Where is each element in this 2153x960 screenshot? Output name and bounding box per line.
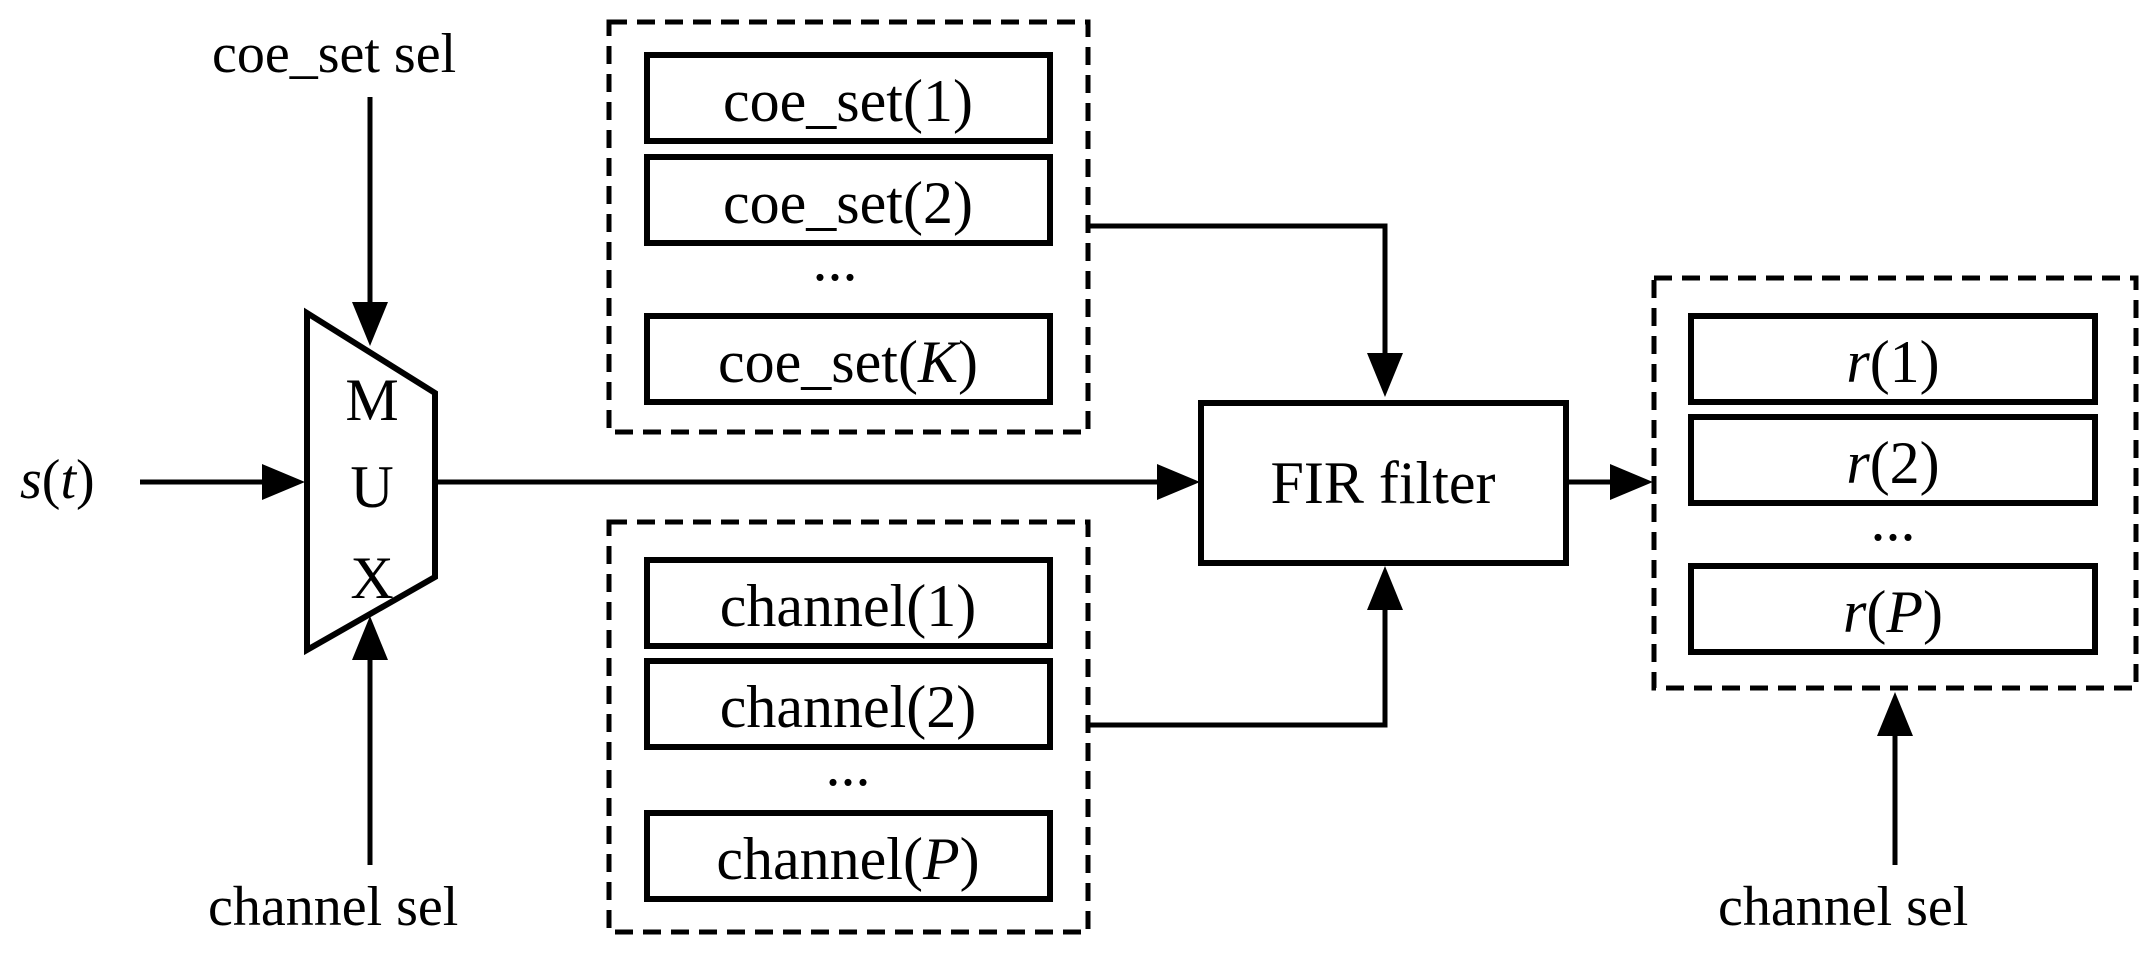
output-label-1: r(1) bbox=[1846, 329, 1939, 395]
channel-ellipsis: ... bbox=[826, 732, 871, 798]
output-box-p bbox=[1688, 563, 2098, 655]
mux-letter-x: X bbox=[350, 545, 393, 611]
coe-to-fir-wire bbox=[1090, 223, 1388, 355]
coe-set-box-1 bbox=[644, 52, 1053, 144]
coe-set-ellipsis: ... bbox=[813, 227, 858, 293]
channel-sel-left-label: channel sel bbox=[208, 876, 458, 938]
channel-group bbox=[606, 519, 1091, 935]
mux-block bbox=[304, 307, 438, 656]
channel-sel-left-arrowhead bbox=[352, 616, 388, 660]
mux-letter-u: U bbox=[350, 454, 393, 520]
output-box-2 bbox=[1688, 414, 2098, 506]
output-ellipsis: ... bbox=[1871, 487, 1916, 553]
coe-set-box-2 bbox=[644, 154, 1053, 246]
coe-set-group bbox=[606, 19, 1091, 435]
output-box-1 bbox=[1688, 313, 2098, 405]
output-label-2: r(2) bbox=[1846, 430, 1939, 496]
channel-label-2: channel(2) bbox=[720, 674, 977, 740]
output-label-p: r(P) bbox=[1843, 579, 1943, 645]
channel-box-1 bbox=[644, 557, 1053, 649]
coe-set-sel-label: coe_set sel bbox=[212, 23, 456, 85]
channel-label-p: channel(P) bbox=[716, 826, 979, 892]
signal-to-mux-arrowhead bbox=[262, 464, 305, 500]
coe-to-fir-arrowhead bbox=[1367, 353, 1403, 397]
input-signal-label: s(t) bbox=[20, 449, 95, 511]
coe-sel-arrowhead bbox=[352, 302, 388, 346]
channel-to-fir-wire bbox=[1090, 608, 1388, 728]
fir-filter-label: FIR filter bbox=[1271, 450, 1496, 516]
channel-to-fir-arrowhead bbox=[1367, 566, 1403, 610]
channel-sel-right-label: channel sel bbox=[1718, 876, 1968, 938]
coe-set-label-k: coe_set(K) bbox=[718, 329, 978, 395]
mux-letter-m: M bbox=[345, 367, 398, 433]
channel-box-p bbox=[644, 810, 1053, 902]
coe-set-box-k bbox=[644, 313, 1053, 405]
coe-set-label-2: coe_set(2) bbox=[723, 170, 973, 236]
channel-box-2 bbox=[644, 658, 1053, 750]
coe-set-label-1: coe_set(1) bbox=[723, 68, 973, 134]
channel-sel-right-arrowhead bbox=[1877, 692, 1913, 736]
output-group bbox=[1651, 275, 2139, 691]
channel-label-1: channel(1) bbox=[720, 573, 977, 639]
mux-to-fir-arrowhead bbox=[1157, 464, 1200, 500]
fir-to-output-arrowhead bbox=[1610, 464, 1653, 500]
